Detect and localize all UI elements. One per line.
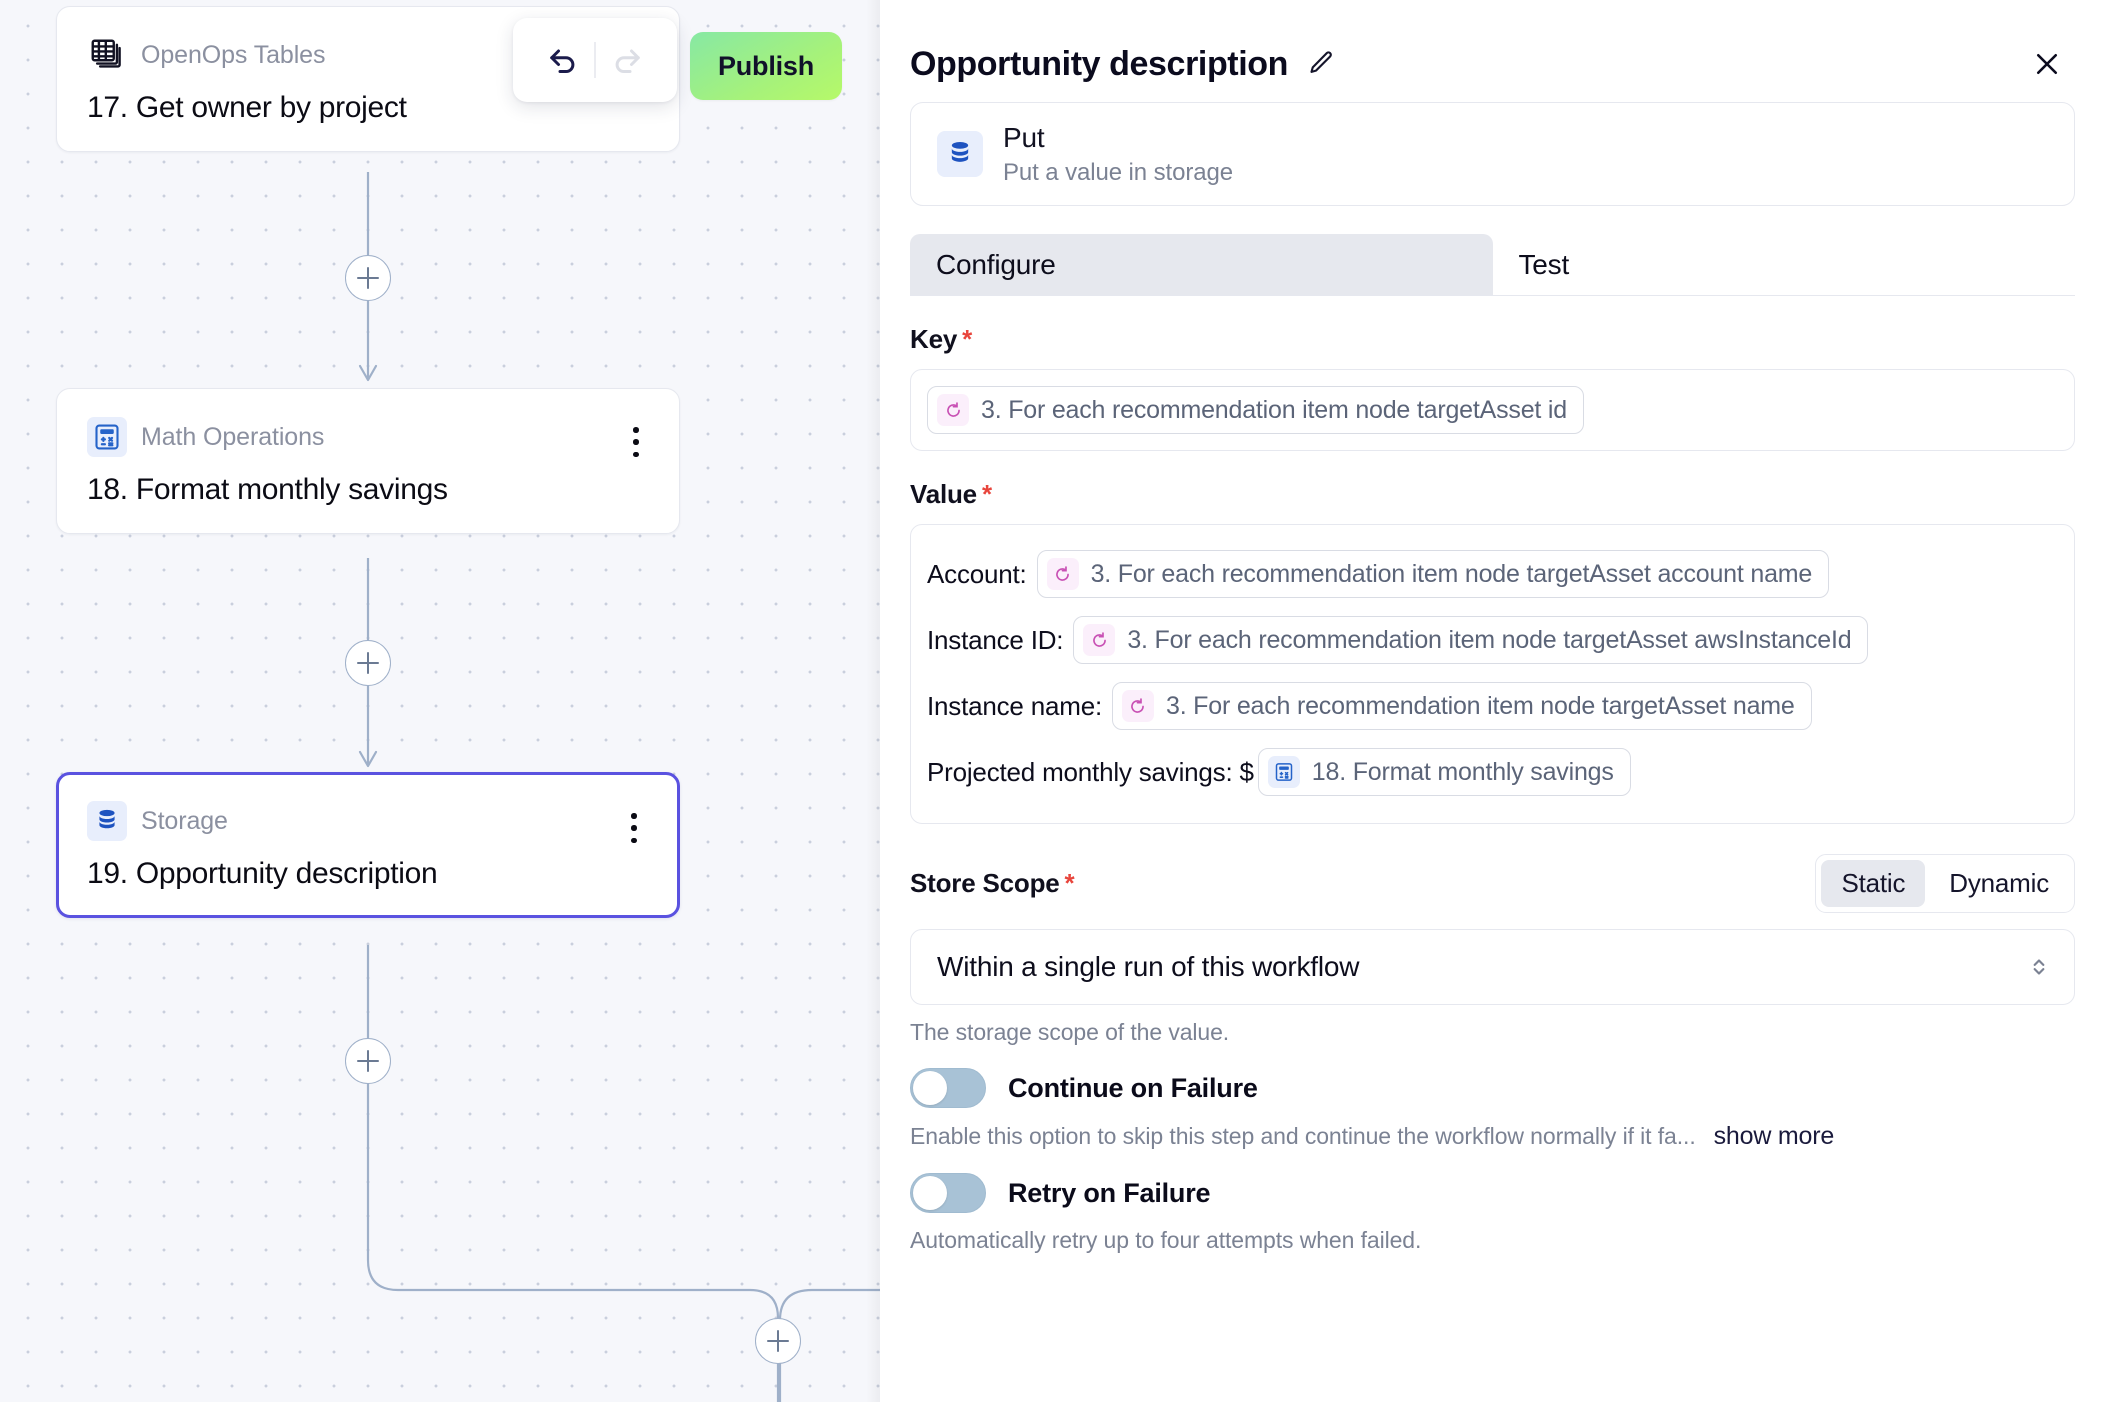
segment-dynamic[interactable]: Dynamic xyxy=(1949,868,2049,898)
chevron-updown-icon xyxy=(2026,954,2052,980)
key-label-row: Key * xyxy=(910,324,2075,355)
store-scope-label: Store Scope xyxy=(910,868,1060,898)
pencil-icon[interactable] xyxy=(1306,49,1336,79)
required-marker: * xyxy=(981,479,992,509)
continue-on-failure-toggle[interactable] xyxy=(910,1068,986,1108)
continue-on-failure-label: Continue on Failure xyxy=(1008,1072,1258,1103)
connector-wires xyxy=(358,172,880,1402)
node-piece-name: OpenOps Tables xyxy=(141,40,326,69)
key-label: Key xyxy=(910,324,958,354)
value-row-account: Account: 3. For each recommendation item… xyxy=(927,543,2058,605)
value-chip-text: 3. For each recommendation item node tar… xyxy=(1165,691,1795,720)
value-chip-instance-name[interactable]: 3. For each recommendation item node tar… xyxy=(1111,682,1812,730)
store-scope-select[interactable]: Within a single run of this workflow xyxy=(910,929,2075,1005)
node-menu-button[interactable] xyxy=(623,427,649,457)
store-scope-helper: The storage scope of the value. xyxy=(910,1019,1230,1045)
step-config-form: Key * 3. For each recommendation item no… xyxy=(880,324,2105,1254)
static-dynamic-toggle: Static Dynamic xyxy=(1815,854,2075,913)
show-more-link[interactable]: show more xyxy=(1713,1122,1835,1150)
value-row-instance-id: Instance ID: 3. For each recommendation … xyxy=(927,609,2058,671)
node-title: 19. Opportunity description xyxy=(87,857,438,890)
toolbar-divider xyxy=(594,42,596,78)
value-row-savings: Projected monthly savings: $ 18. For xyxy=(927,741,2058,803)
database-icon xyxy=(937,131,983,177)
database-icon xyxy=(87,801,127,841)
key-chip-text: 3. For each recommendation item node tar… xyxy=(981,395,1567,424)
value-label-row: Value * xyxy=(910,479,2075,510)
required-marker: * xyxy=(1064,868,1075,898)
retry-on-failure-helper: Automatically retry up to four attempts … xyxy=(910,1227,1422,1253)
tab-test[interactable]: Test xyxy=(1518,248,1570,280)
tab-configure[interactable]: Configure xyxy=(910,234,1493,295)
value-chip-instance-id[interactable]: 3. For each recommendation item node tar… xyxy=(1073,616,1869,664)
piece-description: Put a value in storage xyxy=(1003,158,1233,186)
segment-static[interactable]: Static xyxy=(1821,860,1926,907)
redo-icon xyxy=(615,49,640,74)
calculator-icon xyxy=(1267,756,1300,788)
node-title: 18. Format monthly savings xyxy=(87,473,448,506)
retry-on-failure-label: Retry on Failure xyxy=(1008,1177,1211,1208)
continue-on-failure-helper-row: Enable this option to skip this step and… xyxy=(910,1122,2075,1151)
loop-icon xyxy=(1121,690,1154,722)
panel-tabs: Configure Test xyxy=(910,234,2075,296)
store-scope-label-row: Store Scope * xyxy=(910,868,1075,899)
node-title: 17. Get owner by project xyxy=(87,91,407,124)
page-title: Opportunity description xyxy=(910,44,1289,83)
add-step-button-4[interactable] xyxy=(755,1318,801,1364)
piece-name: Put xyxy=(1003,121,1045,153)
close-icon[interactable] xyxy=(2027,44,2067,84)
add-step-button-2[interactable] xyxy=(345,640,391,686)
add-step-button-3[interactable] xyxy=(345,1038,391,1084)
value-chip-account[interactable]: 3. For each recommendation item node tar… xyxy=(1036,550,1830,598)
value-chip-text: 3. For each recommendation item node tar… xyxy=(1127,625,1852,654)
node-header: Math Operations xyxy=(87,415,649,459)
loop-icon xyxy=(1046,558,1079,590)
node-piece-name: Math Operations xyxy=(141,422,325,451)
retry-on-failure-toggle[interactable] xyxy=(910,1173,986,1213)
node-menu-button[interactable] xyxy=(621,813,647,843)
undo-button[interactable] xyxy=(532,30,594,90)
loop-icon xyxy=(1083,624,1116,656)
continue-on-failure-row: Continue on Failure xyxy=(910,1068,2075,1108)
store-scope-selected-value: Within a single run of this workflow xyxy=(937,951,1360,982)
undo-icon xyxy=(550,49,575,74)
calculator-icon xyxy=(87,417,127,457)
publish-button[interactable]: Publish xyxy=(690,32,842,100)
node-piece-name: Storage xyxy=(141,806,228,835)
retry-on-failure-row: Retry on Failure xyxy=(910,1173,2075,1213)
value-editor[interactable]: Account: 3. For each recommendation item… xyxy=(910,524,2075,824)
value-label: Value xyxy=(910,479,977,509)
continue-on-failure-helper: Enable this option to skip this step and… xyxy=(910,1123,1696,1149)
value-row-label: Instance ID: xyxy=(927,624,1064,655)
value-row-label: Projected monthly savings: $ xyxy=(927,756,1254,787)
undo-redo-toolbar xyxy=(513,18,677,102)
value-chip-savings[interactable]: 18. Format monthly savings xyxy=(1257,748,1631,796)
table-stack-icon xyxy=(87,35,127,75)
value-row-instance-name: Instance name: 3. For each recommendatio… xyxy=(927,675,2058,737)
value-chip-text: 3. For each recommendation item node tar… xyxy=(1090,559,1813,588)
node-header: Storage xyxy=(87,799,649,843)
workflow-node-19[interactable]: Storage 19. Opportunity description xyxy=(56,772,680,918)
workflow-canvas[interactable]: OpenOps Tables 17. Get owner by project … xyxy=(0,0,880,1402)
value-row-label: Instance name: xyxy=(927,690,1102,721)
value-row-label: Account: xyxy=(927,558,1027,589)
required-marker: * xyxy=(962,324,973,354)
key-input[interactable]: 3. For each recommendation item node tar… xyxy=(910,369,2075,451)
redo-button[interactable] xyxy=(596,30,658,90)
add-step-button-1[interactable] xyxy=(345,255,391,301)
step-settings-panel: Opportunity description xyxy=(880,0,2105,1402)
workflow-node-18[interactable]: Math Operations 18. Format monthly savin… xyxy=(56,388,680,534)
node-header: OpenOps Tables xyxy=(87,33,649,77)
store-scope-header: Store Scope * Static Dynamic xyxy=(910,854,2075,913)
panel-header: Opportunity description xyxy=(880,0,2105,92)
key-chip[interactable]: 3. For each recommendation item node tar… xyxy=(927,386,1584,434)
loop-icon xyxy=(937,394,969,426)
piece-summary-card: Put Put a value in storage xyxy=(910,102,2075,206)
value-chip-text: 18. Format monthly savings xyxy=(1311,757,1614,786)
